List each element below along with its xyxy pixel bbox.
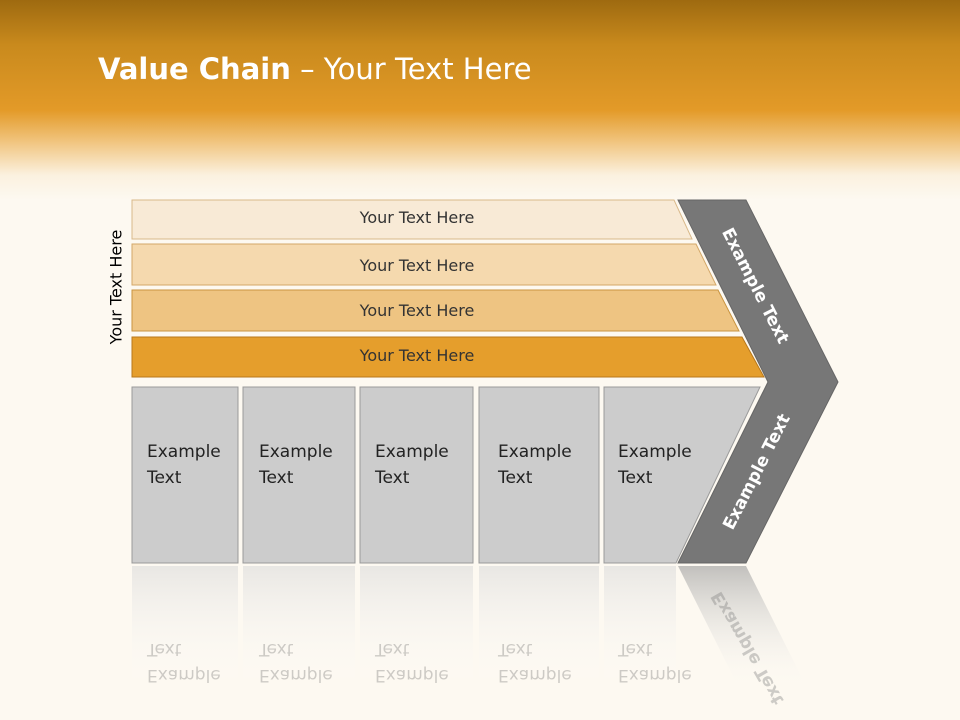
reflection-label-1: Example Text	[147, 639, 221, 685]
header-band	[0, 0, 960, 200]
bar-3-label: Your Text Here	[359, 301, 475, 320]
bar-2	[131, 243, 717, 286]
bar-1-label: Your Text Here	[359, 208, 475, 227]
reflection-label-2: Example Text	[259, 639, 333, 685]
bar-2-label: Your Text Here	[359, 256, 475, 275]
title-rest: – Your Text Here	[290, 52, 532, 86]
reflection-label-5: Example Text	[618, 639, 692, 685]
reflection-box-2	[243, 566, 355, 686]
reflection-box-3	[360, 566, 473, 686]
reflection-chevron	[678, 566, 808, 690]
activity-box-3	[359, 386, 474, 564]
activity-box-5-label: Example Text	[618, 442, 692, 488]
reflection-box-1	[132, 566, 238, 686]
chevron-arrow	[677, 199, 839, 564]
bar-4-label: Your Text Here	[359, 346, 475, 365]
bar-1	[131, 199, 693, 240]
activity-box-2-label: Example Text	[259, 442, 333, 488]
activity-box-1-label: Example Text	[147, 442, 221, 488]
activity-box-4	[478, 386, 600, 564]
bar-4	[131, 336, 765, 378]
title-bold: Value Chain	[98, 52, 291, 86]
activity-box-1	[131, 386, 239, 564]
reflection-box-4	[479, 566, 599, 686]
activity-box-5	[603, 386, 761, 564]
activity-box-2	[242, 386, 356, 564]
bar-3	[131, 289, 740, 332]
reflection-label-4: Example Text	[498, 639, 572, 685]
reflection-box-5	[604, 566, 676, 686]
activity-box-3-label: Example Text	[375, 442, 449, 488]
activity-box-4-label: Example Text	[498, 442, 572, 488]
slide-title: Value Chain – Your Text Here	[98, 52, 532, 86]
reflection-label-3: Example Text	[375, 639, 449, 685]
